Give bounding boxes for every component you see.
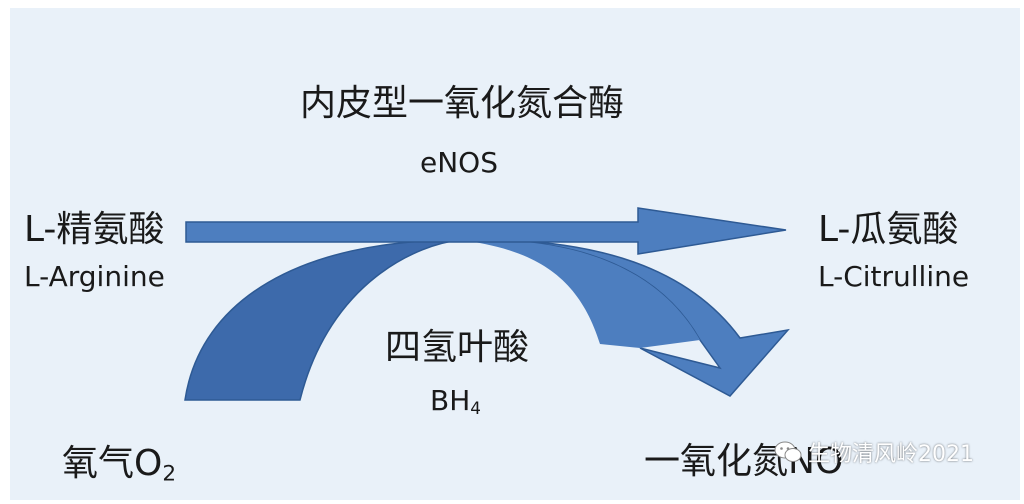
enzyme-name-en: eNOS (420, 146, 498, 179)
cofactor-formula-main: BH (430, 384, 471, 417)
no-formula: NO (788, 441, 844, 482)
main-reaction-arrow (185, 207, 787, 255)
oxygen-label: 氧气O2 (62, 434, 176, 486)
reaction-diagram (184, 207, 790, 401)
no-label: 一氧化氮NO (644, 432, 843, 484)
watermark-text: 生物清风岭2021 (808, 442, 974, 467)
watermark: 生物清风岭2021 (774, 436, 974, 468)
no-curve-inner-shape (460, 239, 700, 348)
substrate-name-zh: L-精氨酸 (24, 209, 165, 250)
cofactor-name-zh: 四氢叶酸 (385, 327, 530, 368)
product-name-en: L-Citrulline (818, 260, 970, 293)
wechat-icon (774, 441, 802, 462)
product-name-zh: L-瓜氨酸 (818, 209, 959, 250)
substrate-name-en: L-Arginine (24, 260, 165, 293)
oxygen-name-zh: 氧气 (62, 443, 135, 484)
enzyme-name-zh: 内皮型一氧化氮合酶 (300, 83, 625, 124)
no-name-zh: 一氧化氮 (644, 441, 789, 482)
diagram-panel: 内皮型一氧化氮合酶 eNOS L-精氨酸 L-Arginine L-瓜氨酸 L-… (10, 8, 1020, 500)
cofactor-formula-sub: 4 (470, 398, 481, 419)
oxygen-formula-sub: 2 (162, 461, 177, 487)
oxygen-formula-main: O (134, 443, 163, 484)
cofactor-formula: BH4 (430, 384, 481, 418)
